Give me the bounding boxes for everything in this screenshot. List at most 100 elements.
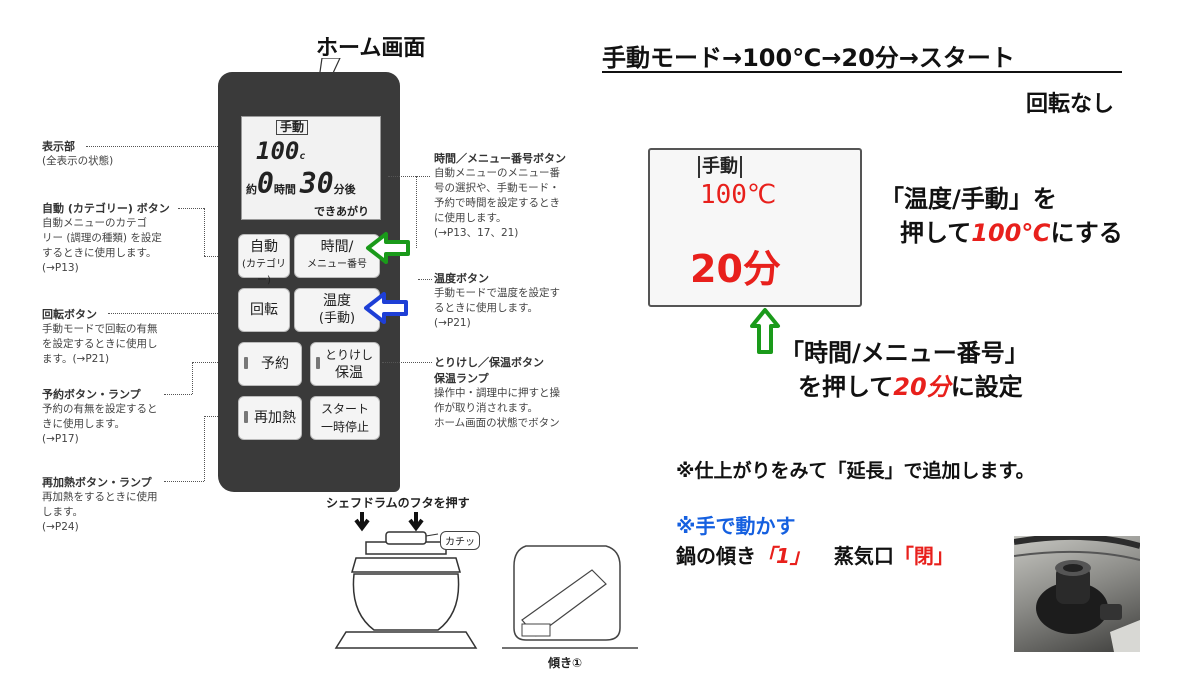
key-label: 一時停止 [320, 420, 369, 434]
key-label: とりけし [324, 348, 373, 362]
display-mode: 手動 [276, 120, 309, 135]
sub-headline: 回転なし [1026, 92, 1115, 117]
annotation-temp-button: 温度ボタン 手動モードで温度を設定す るときに使用します。 (→P21) [434, 270, 604, 331]
annotation-reserve-button: 予約ボタン・ランプ 予約の有無を設定すると きに使用します。 (→P17) [42, 386, 212, 447]
keepwarm-lamp [316, 357, 320, 369]
annotation-auto-button: 自動 (カテゴリー) ボタン 自動メニューのカテゴ リー (調理の種類) を設定… [42, 200, 212, 276]
annotation-title: とりけし／保温ボタン 保温ランプ [434, 356, 544, 385]
annotation-display: 表示部 (全表示の状態) [42, 138, 212, 169]
annotation-body: (全表示の状態) [42, 155, 114, 167]
annotation-body: 手動モードで回転の有無 を設定するときに使用し ます。(→P21) [42, 323, 158, 365]
lcd-mode: 手動 [698, 156, 742, 178]
hand-note: ※手で動かす [676, 514, 796, 538]
annotation-title: 予約ボタン・ランプ [42, 388, 141, 401]
annotation-title: 時間／メニュー番号ボタン [434, 152, 566, 165]
extend-note: ※仕上がりをみて「延長」で追加します。 [676, 460, 1035, 482]
reheat-lamp [244, 411, 248, 423]
leader-line [204, 208, 205, 256]
leader-line [192, 362, 193, 394]
annotation-body: 予約の有無を設定すると きに使用します。 (→P17) [42, 403, 158, 445]
click-label: カチッ [440, 531, 480, 550]
temp-note-pre: 押して [900, 219, 972, 247]
figure-caption: シェフドラムのフタを押す [326, 496, 470, 510]
tilt-label: 傾き① [548, 656, 583, 670]
key-label: (手動) [318, 311, 356, 326]
lcd-temp: 100℃ [700, 180, 777, 210]
temp-note-line2: 押して100℃にする [900, 216, 1123, 250]
annotation-title: 回転ボタン [42, 308, 97, 321]
start-pause-button[interactable]: スタート 一時停止 [310, 396, 380, 440]
leader-line [382, 362, 432, 363]
temp-note-em: 100℃ [971, 219, 1051, 247]
annotation-body: 再加熱をするときに使用 します。 (→P24) [42, 491, 158, 533]
time-note: 「時間/メニュー番号」 を押して20分に設定 [780, 336, 1029, 404]
steam-vent-graphic [1014, 536, 1140, 652]
annotation-body: 自動メニューのメニュー番 号の選択や、手動モード・ 予約で時間を設定するとき に… [434, 167, 560, 239]
time-note-pre: を押して [798, 373, 894, 401]
time-note-line1: 「時間/メニュー番号」 [780, 339, 1029, 367]
tilt-note-em2: 「閉」 [893, 544, 954, 568]
annotation-title: 表示部 [42, 140, 75, 153]
time-note-line2: を押して20分に設定 [798, 370, 1029, 404]
key-label: (カテゴリー) [242, 259, 286, 286]
display-temp: 100c [256, 137, 305, 165]
leader-line [178, 208, 204, 209]
cancel-keepwarm-button[interactable]: とりけし 保温 [310, 342, 380, 386]
home-screen-label: ホーム画面 [316, 36, 426, 61]
annotation-title: 自動 (カテゴリー) ボタン [42, 202, 170, 215]
tilted-pot-illustration [502, 545, 638, 649]
tilt-note-mid: 蒸気口 [833, 544, 894, 568]
rotate-button[interactable]: 回転 [238, 288, 290, 332]
time-note-post: に設定 [950, 373, 1023, 401]
display-temp-value: 100 [256, 137, 300, 165]
annotation-rotate-button: 回転ボタン 手動モードで回転の有無 を設定するときに使用し ます。(→P21) [42, 306, 212, 367]
temp-note-line1: 「温度/手動」を [880, 185, 1057, 213]
blue-arrow-icon [364, 292, 408, 324]
display-hours: 0 [257, 167, 274, 200]
key-label: 回転 [250, 302, 278, 318]
leader-line [164, 394, 192, 395]
tilt-note-em1: 「1」 [756, 544, 810, 568]
display-hours-unit: 時間 [273, 183, 296, 196]
leader-line [204, 416, 205, 481]
annotation-body: 自動メニューのカテゴ リー (調理の種類) を設定 するときに使用します。 (→… [42, 217, 162, 274]
headline: 手動モード→100℃→20分→スタート [602, 44, 1015, 72]
tilt-note-pre: 鍋の傾き [676, 544, 756, 568]
reserve-button[interactable]: 予約 [238, 342, 302, 386]
time-note-em: 20分 [893, 373, 951, 401]
temp-note-post: にする [1050, 219, 1123, 247]
display-temp-unit: c [299, 151, 306, 162]
annotation-reheat-button: 再加熱ボタン・ランプ 再加熱をするときに使用 します。 (→P24) [42, 474, 212, 535]
auto-category-button[interactable]: 自動 (カテゴリー) [238, 234, 290, 286]
time-menu-button[interactable]: 時間/ メニュー番号 [294, 234, 380, 278]
key-label: 予約 [261, 356, 289, 372]
headline-underline [602, 71, 1122, 73]
key-label: 自動 [250, 239, 278, 255]
lcd-preview: 手動 100℃ 20分 [648, 148, 862, 307]
display-minutes: 30 [299, 167, 334, 200]
annotation-body: 手動モードで温度を設定す るときに使用します。 (→P21) [434, 287, 560, 329]
pot-illustration [334, 512, 478, 649]
leader-line [108, 313, 238, 314]
display-done: できあがり [314, 205, 369, 218]
up-arrow-icon [750, 308, 780, 354]
annotation-title: 再加熱ボタン・ランプ [42, 476, 152, 489]
key-label: 時間/ [320, 239, 354, 255]
display-yaku: 約 [246, 183, 257, 196]
key-label: 保温 [335, 365, 363, 381]
reserve-lamp [244, 357, 248, 369]
annotation-cancel-button: とりけし／保温ボタン 保温ランプ 操作中・調理中に押すと操 作が取り消されます。… [434, 354, 604, 431]
steam-vent-photo [1014, 536, 1140, 652]
key-label: 温度 [323, 293, 351, 309]
reheat-button[interactable]: 再加熱 [238, 396, 302, 440]
annotation-title: 温度ボタン [434, 272, 489, 285]
leader-line [192, 362, 238, 363]
annotation-time-button: 時間／メニュー番号ボタン 自動メニューのメニュー番 号の選択や、手動モード・ 予… [434, 150, 604, 241]
temp-note: 「温度/手動」を 押して100℃にする [880, 182, 1123, 250]
leader-line [164, 481, 204, 482]
green-arrow-icon [366, 232, 410, 264]
key-label: メニュー番号 [307, 259, 367, 270]
leader-line [388, 176, 430, 177]
